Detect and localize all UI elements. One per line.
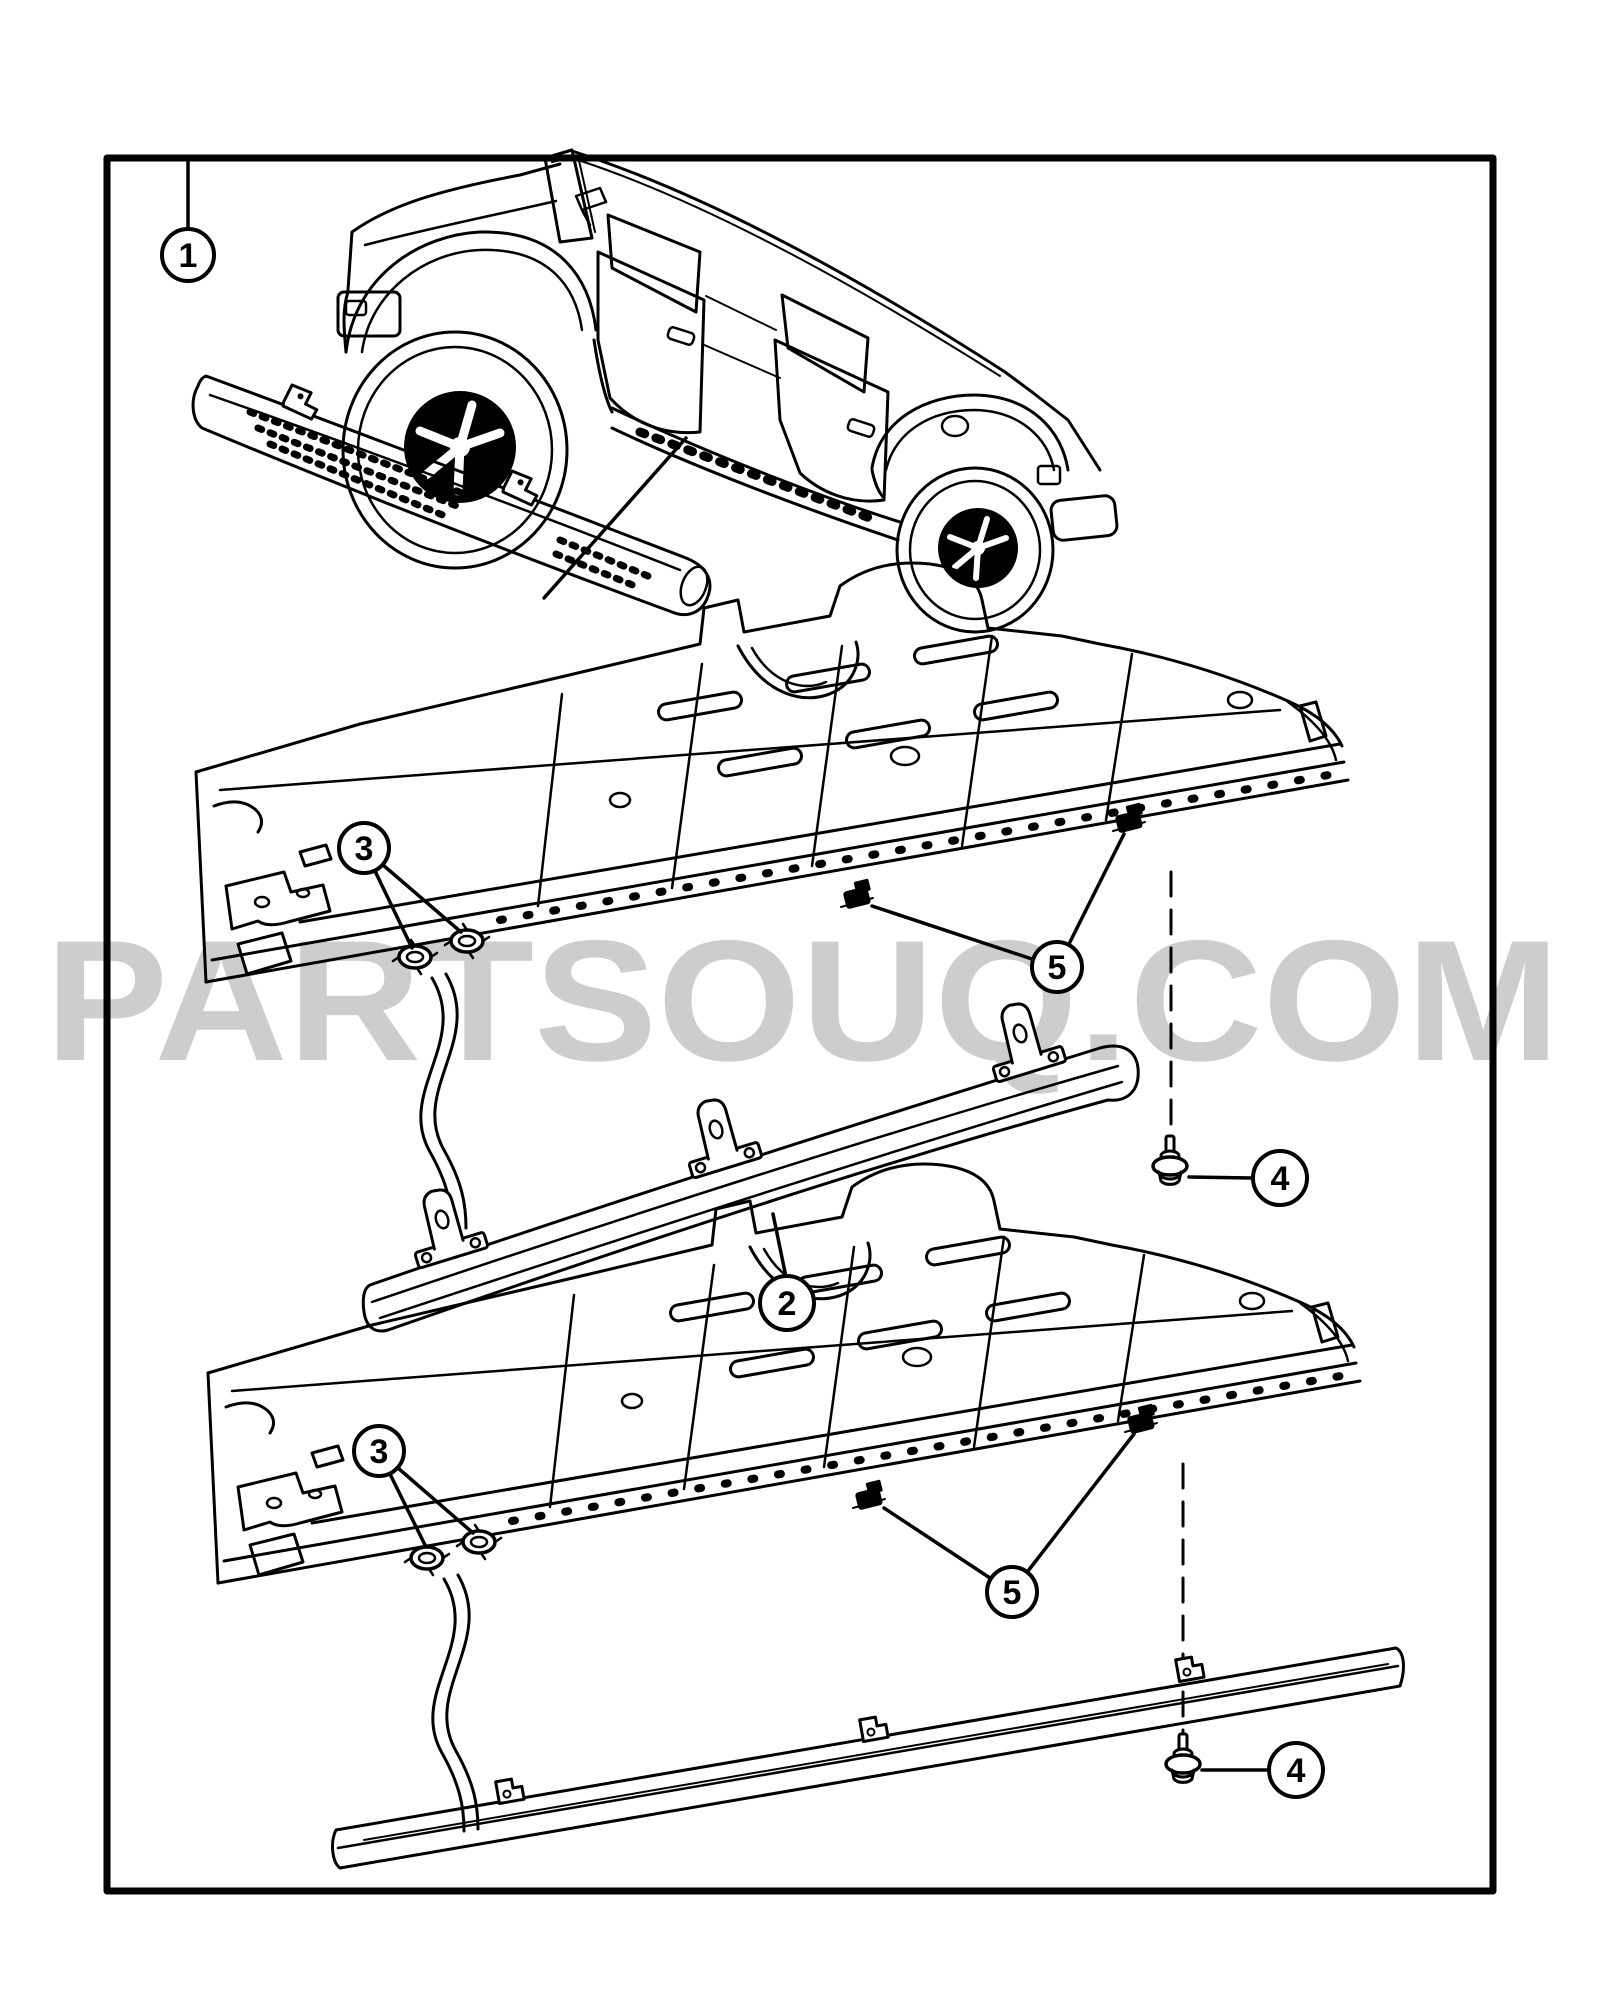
leader-2	[771, 1212, 788, 1279]
diagram-frame	[103, 154, 1497, 1895]
callout-1: 1	[160, 227, 216, 283]
rear-wheel	[895, 466, 1055, 634]
board-mount-bracket	[671, 1088, 764, 1180]
callout-3-bot: 3	[352, 1424, 406, 1478]
callout-4-bot: 4	[1267, 1741, 1325, 1799]
board-mount-bracket	[975, 992, 1068, 1084]
callout-leaders	[186, 160, 1271, 1772]
vehicle-illustration	[336, 148, 1119, 634]
mid-floor-pan	[196, 563, 1348, 1230]
callout-5-mid-label: 5	[1048, 949, 1067, 987]
callout-4-mid: 4	[1251, 1149, 1309, 1207]
molding-clip	[494, 1776, 526, 1806]
callout-4-mid-label: 4	[1271, 1160, 1290, 1198]
molding-clip	[1174, 1654, 1206, 1684]
callout-5-bot: 5	[985, 1565, 1039, 1619]
bottom-underbody-view	[208, 1164, 1405, 1870]
callout-4-bot-label: 4	[1287, 1752, 1306, 1790]
bottom-running-board	[331, 1646, 1405, 1870]
callout-3-mid-label: 3	[355, 830, 374, 868]
leader-3-mid	[373, 863, 463, 950]
mount-bolt	[1151, 1134, 1189, 1187]
mid-underbody-view	[196, 563, 1348, 1333]
molding-clip	[858, 1714, 890, 1744]
leader-4-mid	[1187, 1175, 1254, 1180]
mid-running-board	[361, 992, 1140, 1333]
leader-5-bot	[882, 1432, 1136, 1580]
loose-running-board-illustration	[191, 374, 712, 617]
callout-3-bot-label: 3	[370, 1433, 389, 1471]
leader-5-mid	[870, 832, 1126, 961]
front-wheel	[341, 330, 569, 570]
callout-3-mid: 3	[337, 821, 391, 875]
callout-5-mid: 5	[1030, 940, 1084, 994]
callout-2: 2	[758, 1274, 816, 1332]
mount-bolt	[1164, 1732, 1202, 1785]
pointer-line-vehicle-to-board	[542, 436, 688, 600]
callout-1-label: 1	[179, 237, 198, 275]
callout-2-label: 2	[778, 1285, 797, 1323]
watermark-text: PARTSOUQ.COM	[45, 905, 1560, 1097]
board-clip	[280, 382, 322, 422]
board-mount-bracket	[397, 1178, 490, 1270]
callout-5-bot-label: 5	[1003, 1574, 1022, 1612]
leader-3-bot	[388, 1466, 475, 1547]
